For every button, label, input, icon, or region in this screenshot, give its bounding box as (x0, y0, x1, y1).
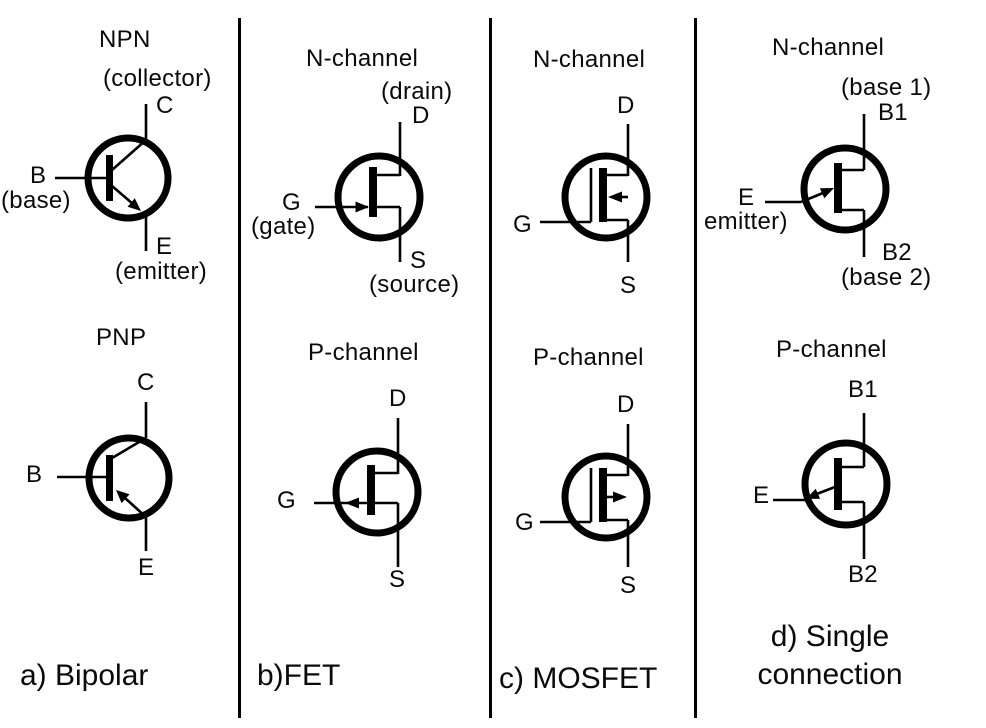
mosfet-n-drain-terminal: D (617, 92, 635, 119)
mosfet-n-channel-symbol (540, 124, 651, 262)
mosfet-n-gate-terminal: G (513, 211, 532, 238)
ujt-n-emitter-terminal: E (738, 184, 755, 211)
ujt-p-base1-terminal: B1 (848, 376, 878, 403)
column-divider-2 (489, 18, 492, 718)
pnp-transistor-symbol (57, 402, 173, 551)
caption-bipolar: a) Bipolar (20, 659, 149, 692)
mosfet-n-source-terminal: S (620, 272, 637, 299)
fet-n-drain-note: (drain) (381, 78, 453, 105)
fet-n-channel-symbol (315, 122, 424, 262)
fet-p-gate-terminal: G (277, 487, 296, 514)
fet-n-source-note: (source) (369, 271, 460, 298)
caption-single-connection: d) Single connection (715, 618, 945, 693)
npn-collector-terminal: C (156, 92, 174, 119)
ujt-p-channel-symbol (773, 413, 891, 559)
mosfet-n-title: N-channel (533, 46, 646, 73)
fet-n-drain-terminal: D (412, 102, 430, 129)
pnp-title: PNP (96, 324, 147, 351)
ujt-p-title: P-channel (776, 336, 887, 363)
npn-emitter-note: (emitter) (115, 258, 208, 285)
column-divider-3 (694, 18, 697, 718)
ujt-p-emitter-terminal: E (753, 482, 770, 509)
column-divider-1 (238, 18, 241, 718)
mosfet-p-drain-terminal: D (617, 391, 635, 418)
pnp-emitter-terminal: E (138, 554, 155, 581)
fet-n-gate-terminal: G (282, 189, 301, 216)
mosfet-p-gate-terminal: G (515, 509, 534, 536)
ujt-n-emitter-note: emitter) (704, 208, 788, 235)
fet-n-source-terminal: S (410, 247, 427, 274)
fet-n-title: N-channel (306, 45, 419, 72)
npn-emitter-terminal: E (156, 233, 173, 260)
npn-transistor-symbol (55, 104, 172, 251)
npn-collector-note: (collector) (103, 65, 212, 92)
ujt-n-channel-symbol (765, 114, 890, 257)
caption-mosfet: c) MOSFET (499, 662, 658, 695)
pnp-collector-terminal: C (137, 369, 155, 396)
fet-p-channel-symbol (314, 418, 422, 567)
ujt-p-base2-terminal: B2 (848, 561, 878, 588)
fet-p-source-terminal: S (389, 566, 406, 593)
npn-base-note: (base) (1, 187, 71, 214)
caption-single-line2: connection (757, 657, 903, 691)
mosfet-p-title: P-channel (533, 344, 644, 371)
fet-n-gate-note: (gate) (251, 213, 316, 240)
npn-base-terminal: B (30, 162, 47, 189)
ujt-n-base2-terminal: B2 (882, 239, 912, 266)
fet-p-title: P-channel (308, 339, 419, 366)
pnp-base-terminal: B (26, 461, 43, 488)
caption-single-line1: d) Single (770, 620, 890, 653)
mosfet-p-source-terminal: S (620, 572, 637, 599)
ujt-n-title: N-channel (772, 34, 885, 61)
ujt-n-base2-note: (base 2) (841, 264, 932, 291)
ujt-n-base1-terminal: B1 (878, 99, 908, 126)
npn-title: NPN (99, 26, 151, 53)
ujt-n-base1-note: (base 1) (841, 74, 932, 101)
caption-fet: b)FET (257, 659, 341, 692)
mosfet-p-channel-symbol (540, 424, 651, 567)
fet-p-drain-terminal: D (389, 385, 407, 412)
